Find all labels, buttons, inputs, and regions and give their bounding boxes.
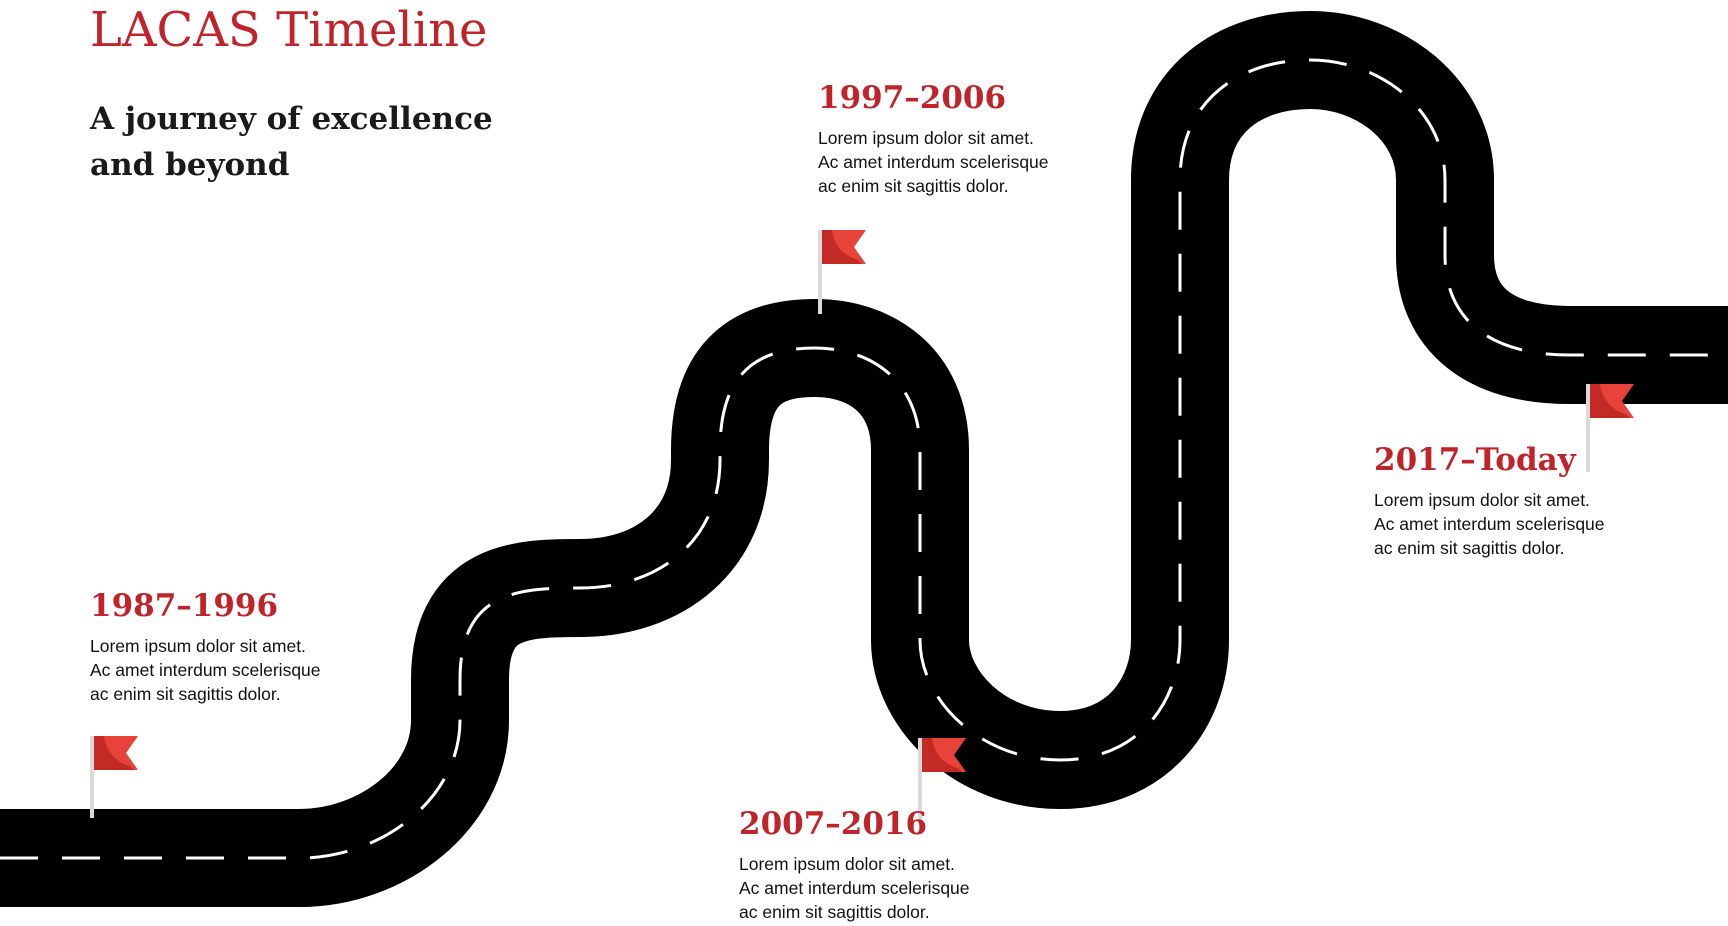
flag-2007	[918, 738, 966, 824]
description-line: Ac amet interdum scelerisque	[1374, 514, 1605, 534]
milestone-1987: 1987–1996 Lorem ipsum dolor sit amet. Ac…	[90, 586, 390, 706]
description-line: Ac amet interdum scelerisque	[818, 152, 1049, 172]
page-title: LACAS Timeline	[90, 2, 488, 58]
description-line: ac enim sit sagittis dolor.	[818, 176, 1009, 196]
description-line: ac enim sit sagittis dolor.	[739, 902, 930, 922]
subtitle-line-1: A journey of excellence	[90, 101, 493, 137]
milestone-2007: 2007–2016 Lorem ipsum dolor sit amet. Ac…	[739, 804, 1039, 924]
milestone-description: Lorem ipsum dolor sit amet. Ac amet inte…	[818, 126, 1118, 198]
milestone-period: 2017–Today	[1374, 442, 1576, 478]
description-line: Lorem ipsum dolor sit amet.	[739, 854, 955, 874]
milestone-description: Lorem ipsum dolor sit amet. Ac amet inte…	[90, 634, 390, 706]
milestone-period: 1987–1996	[90, 588, 279, 624]
lane-markings	[0, 58, 1728, 860]
description-line: Lorem ipsum dolor sit amet.	[90, 636, 306, 656]
milestone-description: Lorem ipsum dolor sit amet. Ac amet inte…	[1374, 488, 1674, 560]
milestone-2017: 2017–Today Lorem ipsum dolor sit amet. A…	[1374, 440, 1674, 560]
description-line: ac enim sit sagittis dolor.	[90, 684, 281, 704]
description-line: Ac amet interdum scelerisque	[90, 660, 321, 680]
flag-1987	[90, 736, 138, 818]
flag-2017	[1586, 384, 1634, 472]
description-line: Lorem ipsum dolor sit amet.	[818, 128, 1034, 148]
milestone-1997: 1997–2006 Lorem ipsum dolor sit amet. Ac…	[818, 78, 1118, 198]
milestone-description: Lorem ipsum dolor sit amet. Ac amet inte…	[739, 852, 1039, 924]
milestone-period: 1997–2006	[818, 80, 1007, 116]
milestone-period: 2007–2016	[739, 806, 928, 842]
description-line: ac enim sit sagittis dolor.	[1374, 538, 1565, 558]
description-line: Lorem ipsum dolor sit amet.	[1374, 490, 1590, 510]
flag-1997	[818, 230, 866, 314]
description-line: Ac amet interdum scelerisque	[739, 878, 970, 898]
subtitle-line-2: and beyond	[90, 147, 290, 183]
page-subtitle: A journey of excellence and beyond	[90, 96, 510, 188]
